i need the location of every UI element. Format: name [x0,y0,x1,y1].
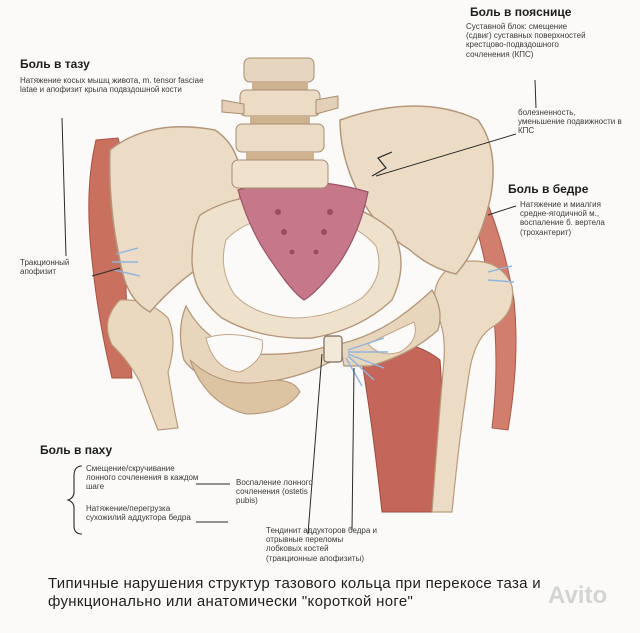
groin-brace [66,465,83,535]
pelvis-text-2: Тракционный апофизит [20,258,70,277]
si-joint-marker [371,151,393,177]
pelvis-heading: Боль в тазу [20,57,90,71]
right-pubis [339,288,441,367]
right-adductor-muscle [359,341,443,513]
groin-text-3: Воспаление лонного сочленения (ostetis p… [236,478,313,506]
ischium-left [189,359,301,415]
groin-text-2: Натяжение/перегрузка сухожилий аддуктора… [86,504,191,523]
figure-caption: Типичные нарушения структур тазового кол… [48,575,541,610]
leader-lines [61,79,537,535]
obturator-left [205,334,264,373]
hip-heading: Боль в бедре [508,182,589,196]
lower-back-text-2: болезненность, уменьшение подвижности в … [518,108,622,136]
groin-text-4: Тендинит аддукторов бедра и отрывные пер… [266,526,378,563]
groin-text-1: Смещение/скручивание лонного сочленения … [86,464,199,492]
lower-back-heading: Боль в пояснице [470,5,572,19]
pubic-symphysis [323,335,343,363]
lower-back-text-1: Суставной блок: смещение (сдвиг) суставн… [466,22,586,59]
lumbar-spine [221,57,339,189]
inflammation-markers [112,247,515,387]
hip-text-1: Натяжение и миалгия средне-ягодичной м.,… [520,200,605,237]
obturator-right [367,321,416,355]
pelvis-text-1: Натяжение косых мышц живота, m. tensor f… [20,76,204,95]
left-femur [106,299,179,431]
groin-heading: Боль в паху [40,443,113,457]
watermark: Avito [548,582,608,609]
